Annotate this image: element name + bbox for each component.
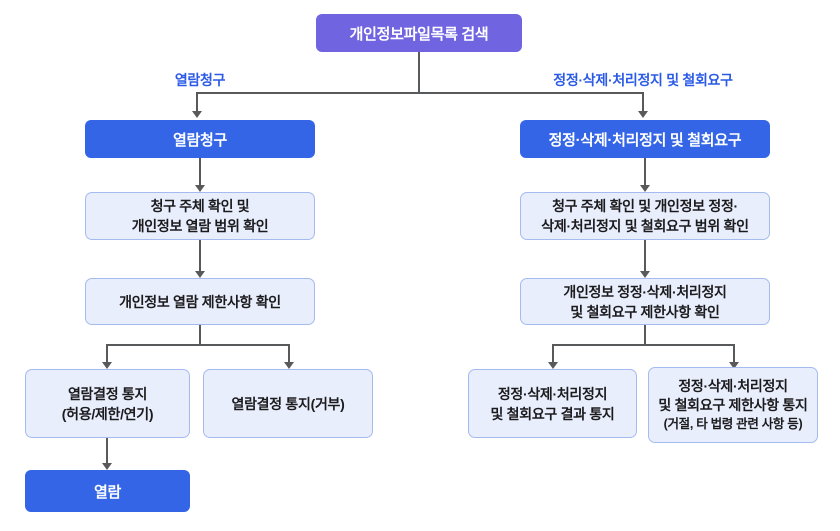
connector-left-final xyxy=(106,438,108,463)
connector-right-split-down xyxy=(644,325,646,346)
left-step1-node: 청구 주체 확인 및 개인정보 열람 범위 확인 xyxy=(85,192,315,240)
root-node: 개인정보파일목록 검색 xyxy=(316,14,522,52)
connector-branch-horizontal xyxy=(196,92,644,94)
arrowhead-left-1 xyxy=(195,185,205,192)
connector-left-2 xyxy=(199,240,201,271)
arrowhead-right-outcome1 xyxy=(548,362,558,369)
arrowhead-left-final xyxy=(102,463,112,470)
arrowhead-left-outcome1 xyxy=(102,362,112,369)
right-header-node: 정정·삭제·처리정지 및 철회요구 xyxy=(520,120,770,158)
right-outcome2-node: 정정·삭제·처리정지 및 철회요구 제한사항 통지 (거절, 타 법령 관련 사… xyxy=(648,367,818,443)
connector-left-outcome2-drop xyxy=(288,344,290,362)
arrowhead-right-outcome2 xyxy=(729,362,739,369)
right-outcome2-label: 정정·삭제·처리정지 및 철회요구 제한사항 통지 xyxy=(658,377,808,413)
left-final-node: 열람 xyxy=(25,470,190,512)
connector-right-drop xyxy=(642,92,644,111)
right-step1-node: 청구 주체 확인 및 개인정보 정정· 삭제·처리정지 및 철회요구 범위 확인 xyxy=(520,192,770,240)
connector-left-1 xyxy=(199,158,201,185)
left-header-node: 열람청구 xyxy=(85,120,315,158)
right-outcome2-note: (거절, 타 법령 관련 사항 등) xyxy=(663,416,803,431)
connector-right-1 xyxy=(644,158,646,185)
arrowhead-right-drop xyxy=(638,111,648,118)
arrowhead-left-2 xyxy=(195,271,205,278)
arrowhead-left-drop xyxy=(192,111,202,118)
left-outcome1-node: 열람결정 통지 (허용/제한/연기) xyxy=(25,369,190,438)
connector-root-down xyxy=(418,52,420,93)
left-outcome2-node: 열람결정 통지(거부) xyxy=(203,369,373,438)
edge-label-right: 정정·삭제·처리정지 및 철회요구 xyxy=(553,72,733,88)
connector-right-outcome2-drop xyxy=(733,344,735,362)
connector-left-outcome1-drop xyxy=(106,344,108,362)
connector-left-split-down xyxy=(199,325,201,346)
arrowhead-right-1 xyxy=(640,185,650,192)
arrowhead-right-2 xyxy=(640,271,650,278)
left-step2-node: 개인정보 열람 제한사항 확인 xyxy=(85,278,315,325)
connector-right-outcome1-drop xyxy=(552,344,554,362)
right-outcome1-node: 정정·삭제·처리정지 및 철회요구 결과 통지 xyxy=(468,369,637,438)
connector-left-split-horizontal xyxy=(106,344,290,346)
connector-right-split-horizontal xyxy=(552,344,734,346)
arrowhead-left-outcome2 xyxy=(284,362,294,369)
connector-right-2 xyxy=(644,240,646,271)
edge-label-left: 열람청구 xyxy=(174,72,226,88)
connector-left-drop xyxy=(196,92,198,111)
right-step2-node: 개인정보 정정·삭제·처리정지 및 철회요구 제한사항 확인 xyxy=(520,278,770,325)
